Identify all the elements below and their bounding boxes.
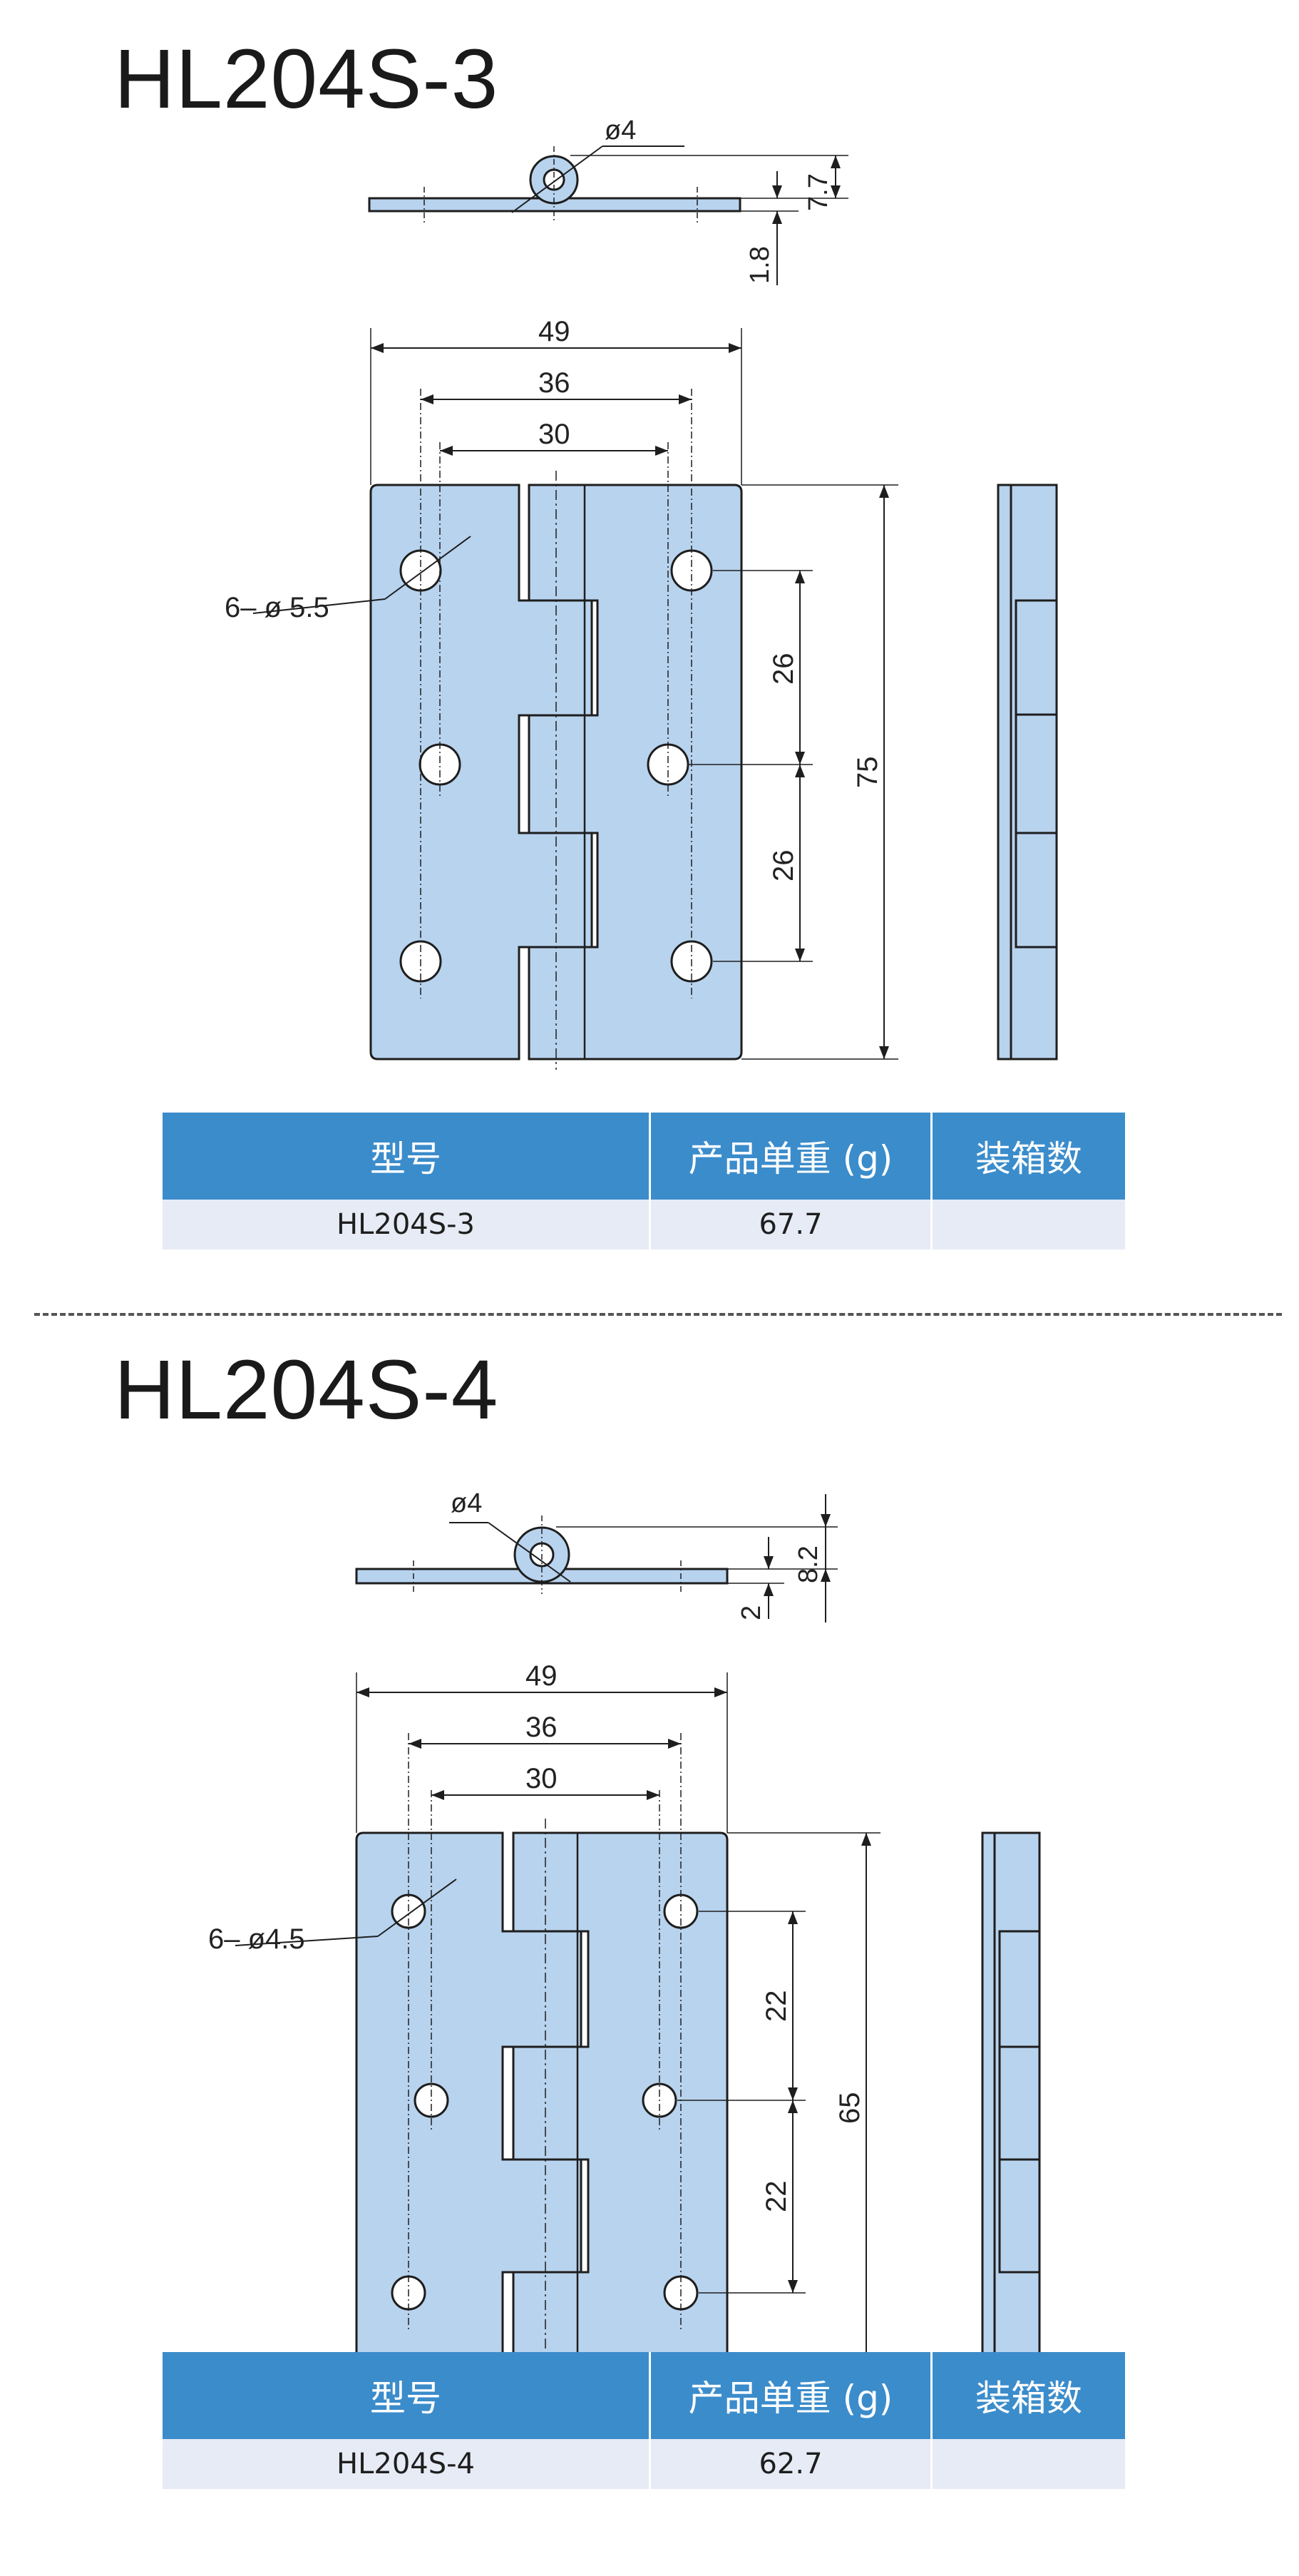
technical-drawing-1: ø4 7.7 1.8 bbox=[225, 116, 1058, 1070]
model-title: HL204S-4 bbox=[114, 1343, 499, 1437]
header-weight: 产品单重 (g) bbox=[650, 2352, 933, 2439]
end-view bbox=[368, 145, 848, 285]
pitch-bottom-label: 26 bbox=[768, 850, 799, 882]
cell-weight: 62.7 bbox=[650, 2439, 933, 2489]
cell-model: HL204S-3 bbox=[163, 1200, 651, 1249]
overall-height-label: 75 bbox=[852, 757, 883, 789]
pin-dia-label: ø4 bbox=[605, 116, 636, 145]
hole-span-outer-label: 36 bbox=[525, 1712, 558, 1743]
cell-pack bbox=[931, 1200, 1125, 1249]
spec-table-2: 型号 产品单重 (g) 装箱数 HL204S-4 62.7 bbox=[163, 2352, 1125, 2489]
model-title: HL204S-3 bbox=[114, 32, 499, 126]
pitch-bottom-label: 22 bbox=[761, 2181, 792, 2213]
header-weight: 产品单重 (g) bbox=[650, 1113, 933, 1200]
section-divider bbox=[34, 1313, 1282, 1316]
header-pack: 装箱数 bbox=[931, 2352, 1125, 2439]
thickness-label: 1.8 bbox=[745, 246, 775, 284]
overall-width-label: 49 bbox=[525, 1660, 558, 1692]
table-row: HL204S-4 62.7 bbox=[163, 2439, 1125, 2489]
hole-callout-label: 6– ø 5.5 bbox=[225, 592, 329, 623]
front-view bbox=[235, 1672, 880, 2396]
table-row: HL204S-3 67.7 bbox=[163, 1200, 1125, 1249]
technical-drawing-2: ø4 8.2 2 bbox=[208, 1488, 1041, 2396]
side-view bbox=[981, 1831, 1041, 2383]
knuckle-height-label: 7.7 bbox=[803, 173, 833, 211]
hole-span-inner-label: 30 bbox=[525, 1763, 558, 1794]
hole-callout-label: 6– ø4.5 bbox=[208, 1923, 305, 1955]
pitch-top-label: 22 bbox=[761, 1990, 792, 2023]
knuckle-height-label: 8.2 bbox=[794, 1545, 823, 1583]
hole-span-inner-label: 30 bbox=[538, 419, 570, 450]
cell-pack bbox=[931, 2439, 1125, 2489]
hole-span-outer-label: 36 bbox=[538, 367, 570, 399]
pin-dia-label: ø4 bbox=[451, 1488, 482, 1518]
thickness-label: 2 bbox=[736, 1605, 766, 1620]
cell-weight: 67.7 bbox=[650, 1200, 933, 1249]
overall-width-label: 49 bbox=[538, 316, 570, 347]
spec-table-1: 型号 产品单重 (g) 装箱数 HL204S-3 67.7 bbox=[163, 1113, 1125, 1249]
header-model: 型号 bbox=[163, 1113, 651, 1200]
side-view bbox=[997, 484, 1058, 1060]
cell-model: HL204S-4 bbox=[163, 2439, 651, 2489]
front-view bbox=[252, 328, 898, 1070]
overall-height-label: 65 bbox=[834, 2092, 866, 2125]
header-model: 型号 bbox=[163, 2352, 651, 2439]
pitch-top-label: 26 bbox=[768, 653, 799, 685]
end-view bbox=[355, 1494, 838, 1622]
header-pack: 装箱数 bbox=[931, 1113, 1125, 1200]
